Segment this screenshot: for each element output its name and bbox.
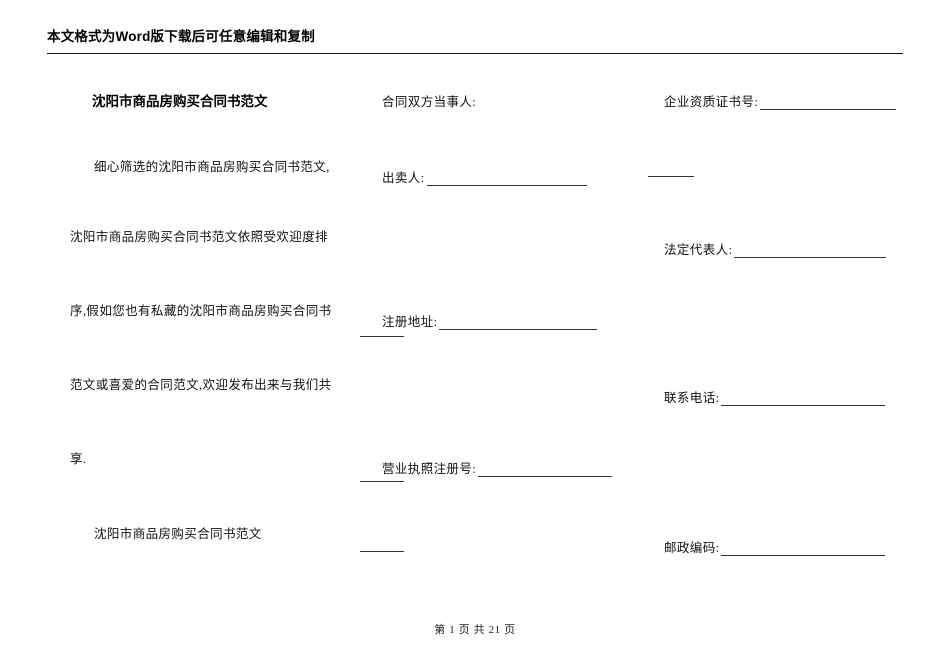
paragraph-5: 享.	[70, 450, 340, 468]
business-license-label: 营业执照注册号:	[382, 462, 477, 476]
business-license-input-line[interactable]	[478, 464, 613, 477]
contract-parties-heading: 合同双方当事人:	[382, 95, 477, 109]
registered-address-continuation-line[interactable]	[360, 481, 404, 482]
qualification-certificate-field: 企业资质证书号:	[664, 94, 897, 110]
paragraph-line: 沈阳市商品房购买合同书范文	[94, 527, 262, 541]
postal-code-label: 邮政编码:	[664, 541, 720, 555]
qualification-continuation-line[interactable]	[648, 176, 694, 177]
legal-representative-input-line[interactable]	[734, 245, 887, 258]
header-divider	[47, 53, 903, 54]
contact-phone-label: 联系电话:	[664, 391, 720, 405]
paragraph-6: 沈阳市商品房购买合同书范文	[70, 525, 340, 543]
registered-address-input-line[interactable]	[439, 317, 598, 330]
contact-phone-input-line[interactable]	[721, 393, 886, 406]
seller-input-line[interactable]	[426, 173, 587, 186]
paragraph-line: 沈阳市商品房购买合同书范文依照受欢迎度排	[70, 230, 329, 244]
page-number: 第 1 页 共 21 页	[434, 624, 516, 636]
paragraph-3: 序,假如您也有私藏的沈阳市商品房购买合同书	[70, 302, 340, 320]
seller-label: 出卖人:	[382, 171, 425, 185]
legal-representative-field: 法定代表人:	[664, 242, 887, 258]
qualification-certificate-input-line[interactable]	[760, 97, 897, 110]
contact-phone-field: 联系电话:	[664, 390, 886, 406]
paragraph-4: 范文或喜爱的合同范文,欢迎发布出来与我们共	[70, 376, 340, 394]
seller-field: 出卖人:	[382, 170, 587, 186]
paragraph-line: 享.	[70, 452, 87, 466]
registered-address-label: 注册地址:	[382, 315, 438, 329]
postal-code-field: 邮政编码:	[664, 540, 886, 556]
postal-code-input-line[interactable]	[721, 543, 886, 556]
page-header: 本文格式为Word版下载后可任意编辑和复制	[47, 28, 903, 54]
page-footer: 第 1 页 共 21 页	[0, 620, 950, 638]
left-column: 沈阳市商品房购买合同书范文 细心筛选的沈阳市商品房购买合同书范文, 沈阳市商品房…	[70, 82, 340, 541]
registered-address-field: 注册地址:	[382, 314, 598, 330]
qualification-certificate-label: 企业资质证书号:	[664, 95, 759, 109]
seller-continuation-line[interactable]	[360, 336, 404, 337]
paragraph-1: 细心筛选的沈阳市商品房购买合同书范文,	[70, 158, 340, 176]
paragraph-line: 细心筛选的沈阳市商品房购买合同书范文,	[94, 160, 330, 174]
business-license-field: 营业执照注册号:	[382, 461, 613, 477]
paragraph-line: 序,假如您也有私藏的沈阳市商品房购买合同书	[70, 304, 332, 318]
legal-representative-label: 法定代表人:	[664, 243, 733, 257]
paragraph-2: 沈阳市商品房购买合同书范文依照受欢迎度排	[70, 228, 340, 246]
page-title: 沈阳市商品房购买合同书范文	[92, 94, 268, 109]
header-notice: 本文格式为Word版下载后可任意编辑和复制	[47, 29, 315, 44]
business-license-continuation-line[interactable]	[360, 551, 404, 552]
contract-parties-heading-row: 合同双方当事人:	[382, 94, 476, 110]
paragraph-line: 范文或喜爱的合同范文,欢迎发布出来与我们共	[70, 378, 332, 392]
